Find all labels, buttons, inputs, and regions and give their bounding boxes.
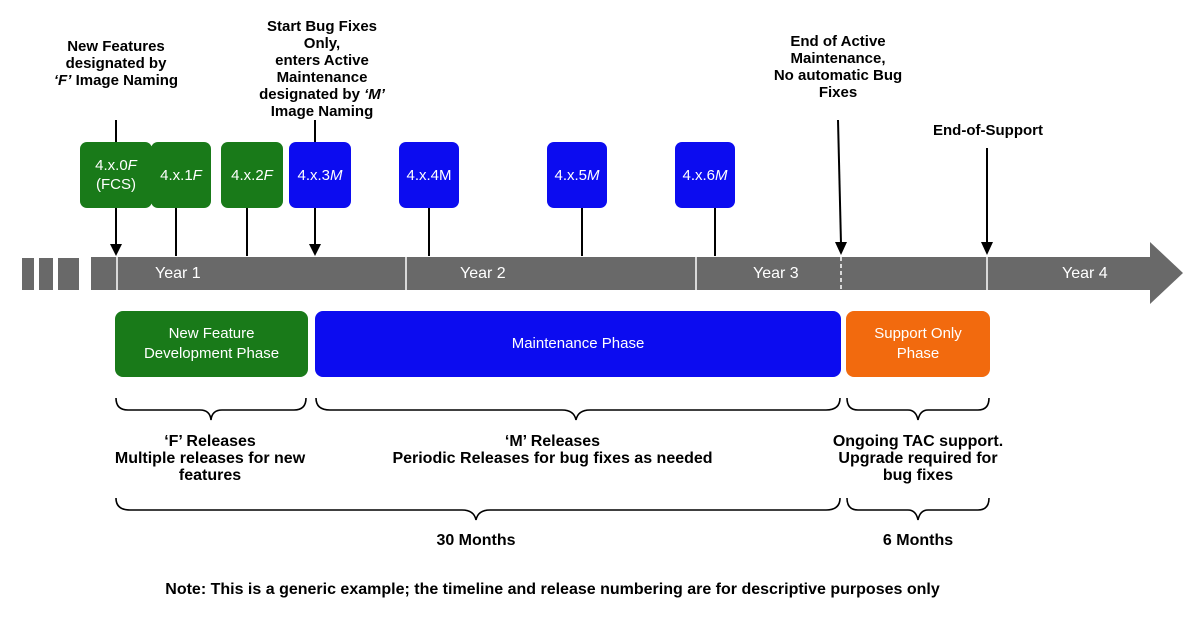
year-2-label: Year 2 xyxy=(460,265,506,282)
year-1-label: Year 1 xyxy=(155,265,201,282)
release-version: 4.x.2 xyxy=(231,166,264,184)
support-only-phase: Support Only Phase xyxy=(846,311,990,377)
year-4-label: Year 4 xyxy=(1062,265,1108,282)
release-suffix: F xyxy=(192,166,202,184)
release-suffix: M xyxy=(587,166,600,184)
release-4x0f: 4.x.0F (FCS) xyxy=(80,142,152,208)
new-features-tail: Image Naming xyxy=(75,72,179,89)
new-feature-phase: New Feature Development Phase xyxy=(115,311,308,377)
f-letter: ‘F’ xyxy=(53,72,72,89)
release-version: 4.x.4M xyxy=(406,166,452,184)
end-of-support-text: End-of-Support xyxy=(933,122,1043,139)
m-letter: ‘M’ xyxy=(364,86,385,103)
maintenance-phase-label: Maintenance Phase xyxy=(511,335,645,352)
m-releases-body: Periodic Releases for bug fixes as neede… xyxy=(392,450,713,467)
release-version: 4.x.0 xyxy=(95,157,128,174)
enters-active-tail: Image Naming xyxy=(270,103,374,120)
fcs-arrowhead xyxy=(110,244,122,256)
thirty-months-label: 30 Months xyxy=(436,532,516,549)
timeline-dash xyxy=(22,258,34,290)
release-extra: (FCS) xyxy=(95,176,136,193)
m-releases-brace xyxy=(315,397,841,421)
start-bug-fixes-text: Start Bug Fixes Only, xyxy=(266,18,378,52)
end-of-support-annotation: End-of-Support xyxy=(918,122,1058,139)
f-releases-brace xyxy=(115,397,307,421)
new-features-text: New Features designated by xyxy=(65,38,167,72)
end-active-annotation: End of Active Maintenance, No automatic … xyxy=(763,33,913,101)
end-active-arrowhead xyxy=(835,242,847,255)
tac-text: Ongoing TAC support. xyxy=(832,433,1004,450)
m-releases-title: ‘M’ Releases xyxy=(504,433,601,450)
year-3-label: Year 3 xyxy=(753,265,799,282)
f-releases-title: ‘F’ Releases xyxy=(164,433,256,450)
six-months-label: 6 Months xyxy=(882,532,954,549)
timeline-dash xyxy=(39,258,53,290)
release-version: 4.x.5 xyxy=(554,166,588,184)
release-version: 4.x.1 xyxy=(160,166,193,184)
enters-active-text: enters Active Maintenance designated by xyxy=(259,52,369,103)
release-suffix: F xyxy=(263,166,273,184)
tac-description: Ongoing TAC support. Upgrade required fo… xyxy=(828,433,1008,484)
tac-upgrade-text: Upgrade required for bug fixes xyxy=(838,450,998,484)
thirty-months-brace xyxy=(115,497,841,521)
release-4x4m: 4.x.4M xyxy=(399,142,459,208)
maintenance-start-arrowhead xyxy=(309,244,321,256)
end-support-arrowhead xyxy=(981,242,993,255)
f-releases-description: ‘F’ Releases Multiple releases for new f… xyxy=(95,433,325,484)
support-only-phase-label: Support Only Phase xyxy=(874,325,962,362)
timeline-dash xyxy=(58,258,79,290)
no-auto-text: No automatic Bug Fixes xyxy=(773,67,903,101)
new-feature-phase-label: New Feature Development Phase xyxy=(143,325,280,362)
timeline-bar xyxy=(91,242,1183,304)
support-brace xyxy=(846,397,990,421)
new-features-annotation: New Features designated by ‘F’ Image Nam… xyxy=(42,38,190,89)
release-suffix: M xyxy=(715,166,728,184)
footnote: Note: This is a generic example; the tim… xyxy=(165,581,940,598)
release-version: 4.x.3 xyxy=(297,166,331,184)
end-active-text: End of Active Maintenance, xyxy=(790,33,886,67)
start-bug-fixes-annotation: Start Bug Fixes Only, enters Active Main… xyxy=(248,18,396,120)
end-active-arrow-line xyxy=(837,119,842,245)
release-suffix: F xyxy=(127,157,137,174)
release-version: 4.x.6 xyxy=(682,166,716,184)
release-suffix: M xyxy=(330,166,343,184)
maintenance-phase: Maintenance Phase xyxy=(315,311,841,377)
m-releases-description: ‘M’ Releases Periodic Releases for bug f… xyxy=(350,433,755,467)
six-months-brace xyxy=(846,497,990,521)
f-releases-body: Multiple releases for new features xyxy=(114,450,306,484)
